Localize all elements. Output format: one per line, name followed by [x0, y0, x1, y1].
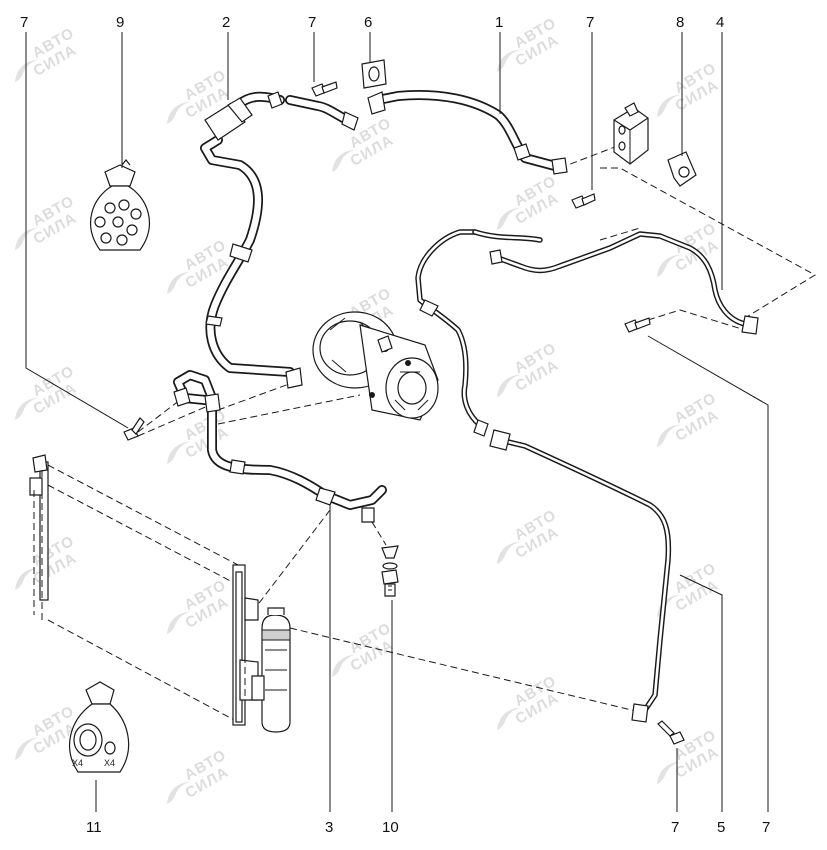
pipe-1 — [367, 89, 568, 175]
bolt-left — [123, 417, 145, 441]
watermark: АВТО СИЛА — [497, 672, 562, 731]
watermark: АВТО СИЛА — [332, 114, 397, 173]
callout-7: 7 — [308, 14, 316, 31]
receiver-dryer — [251, 607, 291, 733]
expansion-valve — [613, 102, 649, 165]
pipe-4 — [415, 229, 759, 437]
compressor — [312, 311, 439, 421]
watermark: АВТО СИЛА — [657, 219, 722, 278]
watermark-layer: АВТО СИЛА АВТО СИЛА АВТО СИЛА АВТО СИЛА … — [15, 14, 722, 805]
bolt-mid — [571, 193, 596, 209]
callout-7: 7 — [20, 14, 28, 31]
callout-8: 8 — [676, 14, 684, 31]
callout-4: 4 — [716, 14, 724, 31]
callout-labels: 7 9 2 7 6 1 7 8 4 11 3 10 7 5 7 — [20, 14, 770, 836]
leader-lines — [25, 32, 769, 812]
watermark: АВТО СИЛА — [497, 506, 562, 565]
callout-6: 6 — [364, 14, 372, 31]
watermark: АВТО СИЛА — [657, 59, 722, 118]
oring-kit-9 — [90, 159, 150, 251]
suction-hose — [200, 91, 359, 389]
watermark: АВТО СИЛА — [15, 24, 80, 83]
bolt-bottom — [657, 720, 685, 745]
watermark: АВТО СИЛА — [657, 726, 722, 785]
callout-11: 11 — [86, 819, 102, 836]
watermark: АВТО СИЛА — [332, 619, 397, 678]
watermark: АВТО СИЛА — [657, 389, 722, 448]
callout-1: 1 — [495, 14, 503, 31]
bolt-top — [311, 81, 338, 97]
pipe-5 — [489, 429, 672, 723]
watermark: АВТО СИЛА — [657, 559, 722, 618]
callout-3: 3 — [325, 819, 333, 836]
callout-7: 7 — [586, 14, 594, 31]
callout-5: 5 — [717, 819, 725, 836]
sleeve-6 — [361, 59, 387, 89]
watermark: АВТО СИЛА — [167, 576, 232, 635]
watermark: АВТО СИЛА — [167, 746, 232, 805]
watermark: АВТО СИЛА — [497, 172, 562, 231]
callout-9: 9 — [116, 14, 124, 31]
service-valve-10 — [381, 545, 399, 597]
watermark: АВТО СИЛА — [15, 192, 80, 251]
clamp-8 — [667, 151, 697, 187]
callout-7: 7 — [762, 819, 770, 836]
kit-quantity-left: X4 — [72, 758, 83, 768]
assembly-dashed-lines — [137, 144, 816, 713]
callout-10: 10 — [382, 819, 399, 836]
callout-7: 7 — [671, 819, 679, 836]
bolt-right — [624, 317, 651, 333]
callout-2: 2 — [222, 14, 230, 31]
watermark: АВТО СИЛА — [497, 339, 562, 398]
kit-quantity-right: X4 — [104, 758, 115, 768]
seal-kit-11: X4 X4 — [69, 681, 130, 773]
discharge-hose — [173, 370, 387, 523]
